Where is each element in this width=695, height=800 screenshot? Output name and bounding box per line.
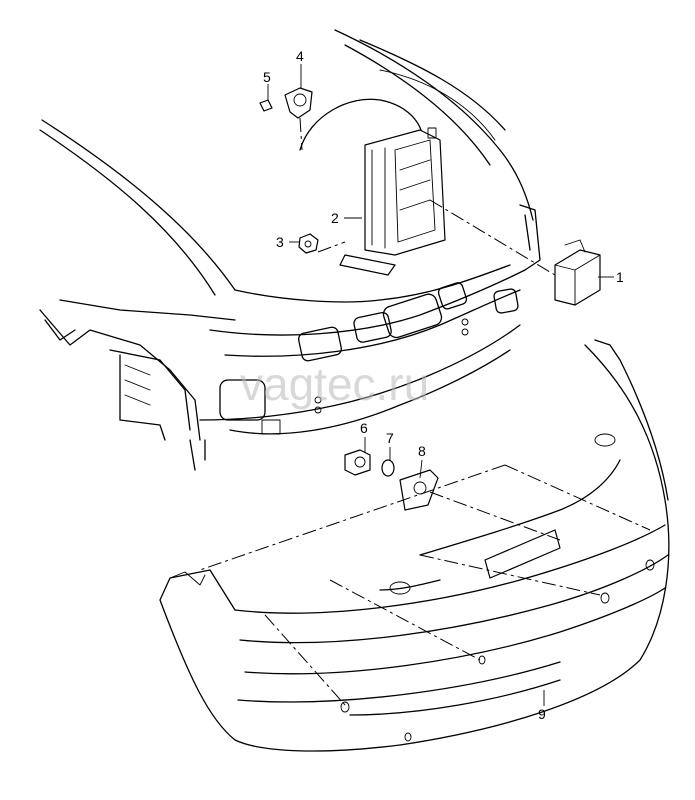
watermark: vagtec.ru <box>240 358 429 410</box>
installation-lines <box>199 117 651 706</box>
park-sensor-assembly <box>344 449 439 511</box>
control-unit <box>554 239 601 306</box>
relay-carrier-bracket <box>339 127 446 276</box>
rear-panel <box>39 204 541 471</box>
leader-lines <box>267 64 614 706</box>
callout-7: 7 <box>386 430 394 446</box>
callout-9: 9 <box>538 706 546 722</box>
callout-2: 2 <box>331 210 339 226</box>
callout-8: 8 <box>418 443 426 459</box>
rear-bumper-cover <box>159 339 670 752</box>
callout-3: 3 <box>276 234 284 250</box>
sensor-with-screw <box>259 87 313 119</box>
trunk-lid <box>39 29 534 296</box>
callout-4: 4 <box>296 48 304 64</box>
callout-1: 1 <box>616 269 624 285</box>
callout-6: 6 <box>360 420 368 436</box>
callout-5: 5 <box>263 69 271 85</box>
nut <box>298 233 319 254</box>
callouts: 1 2 3 4 5 6 7 8 9 <box>263 48 624 722</box>
